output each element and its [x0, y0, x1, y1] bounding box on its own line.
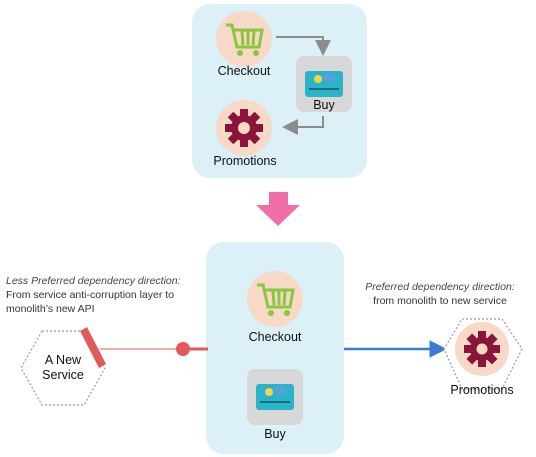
promotions-label-right: Promotions	[450, 383, 514, 397]
checkout-to-buy-arrow	[276, 36, 331, 56]
less-preferred-title: Less Preferred dependency direction:	[6, 275, 181, 287]
less-preferred-body-1: From service anti-corruption layer to	[6, 289, 175, 301]
gear-icon	[464, 331, 500, 367]
preferred-body: from monolith to new service	[373, 295, 507, 307]
credit-card-icon	[256, 384, 294, 410]
less-preferred-body-2: monolith’s new API	[6, 303, 95, 315]
down-arrow-icon	[256, 192, 300, 226]
buy-label-bottom: Buy	[264, 427, 286, 441]
buy-label-top: Buy	[313, 98, 335, 112]
checkout-label-bottom: Checkout	[248, 330, 302, 344]
buy-to-promotions-arrow	[282, 116, 324, 135]
shopping-cart-icon	[226, 23, 264, 56]
anti-corruption-layer	[80, 327, 106, 368]
less-preferred-note: Less Preferred dependency direction: Fro…	[6, 274, 206, 316]
promotions-circle-top	[216, 100, 272, 156]
checkout-circle-bottom	[247, 271, 303, 327]
checkout-label-top: Checkout	[217, 64, 271, 78]
gear-icon	[225, 109, 263, 147]
checkout-circle-top	[216, 11, 272, 67]
new-service-label: A New Service	[42, 353, 84, 382]
shopping-cart-icon	[257, 283, 295, 316]
api-endpoint-dot	[176, 342, 190, 356]
credit-card-icon	[305, 71, 343, 97]
promotions-label-top: Promotions	[213, 154, 277, 168]
preferred-note: Preferred dependency direction: from mon…	[350, 280, 530, 308]
preferred-title: Preferred dependency direction:	[365, 281, 515, 293]
buy-tile-bottom	[247, 369, 303, 425]
buy-tile-top	[296, 56, 352, 112]
